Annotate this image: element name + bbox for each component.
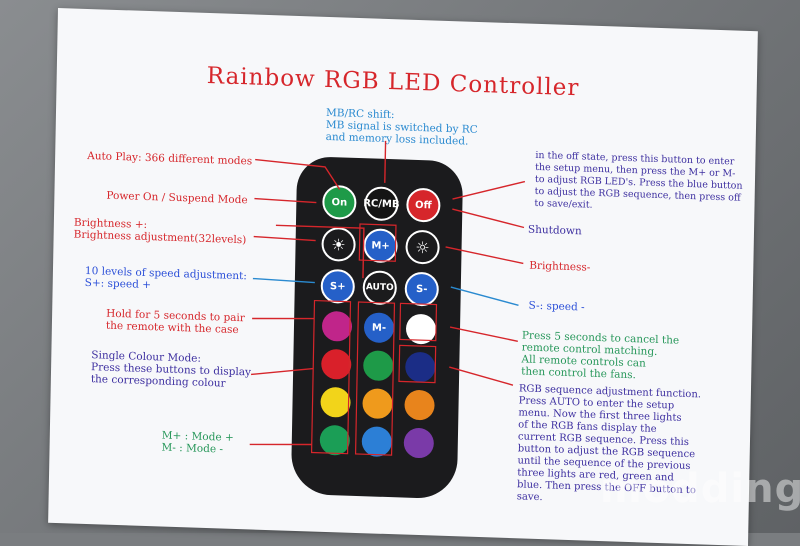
instruction-sheet: Rainbow RGB LED Controller MB/RC shift: … bbox=[48, 8, 758, 546]
annotation-arrows bbox=[249, 140, 526, 456]
watermark: modding.fr bbox=[600, 466, 800, 512]
